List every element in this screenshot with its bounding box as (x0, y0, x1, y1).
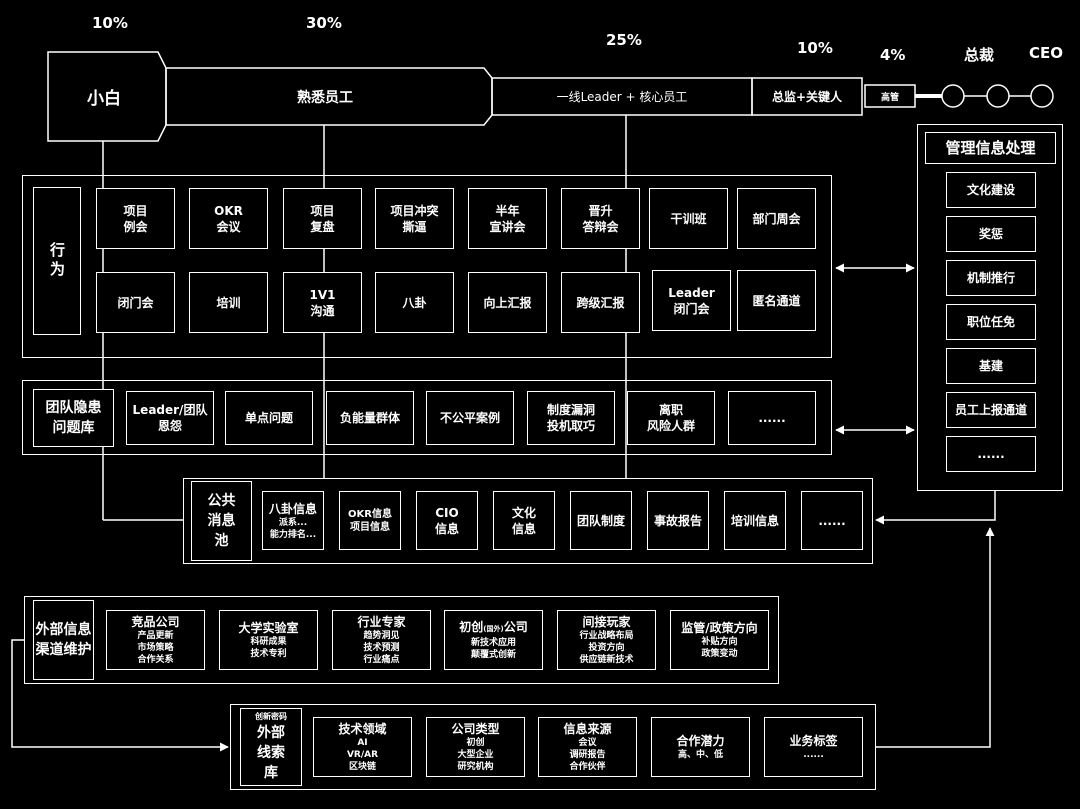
stage-shape-director (751, 77, 863, 116)
behavior-item-anonymous[interactable]: 匿名通道 (737, 270, 816, 331)
clue-item-info-source[interactable]: 信息来源会议调研报告合作伙伴 (538, 717, 637, 777)
behavior-panel (22, 175, 832, 358)
mgmt-item-appointment[interactable]: 职位任免 (946, 304, 1036, 340)
clue-library-label: 创新密码外部线索库 (240, 708, 302, 786)
clue-library-panel (230, 704, 876, 790)
percent-director: 10% (797, 39, 833, 57)
ext-item-competitor[interactable]: 竞品公司产品更新市场策略合作关系 (106, 610, 205, 670)
mgmt-item-report-channel[interactable]: 员工上报通道 (946, 392, 1036, 428)
external-panel (24, 596, 779, 684)
behavior-item-project-meeting[interactable]: 项目例会 (96, 188, 175, 249)
ext-item-university-lab[interactable]: 大学实验室科研成果技术专利 (219, 610, 318, 670)
ext-item-indirect-player[interactable]: 间接玩家行业战略布局投资方向供应链新技术 (557, 610, 656, 670)
behavior-item-project-conflict[interactable]: 项目冲突撕逼 (375, 188, 454, 249)
pool-item-training[interactable]: 培训信息 (724, 491, 786, 550)
behavior-item-gossip[interactable]: 八卦 (375, 272, 454, 333)
ext-item-industry-expert[interactable]: 行业专家趋势洞见技术预测行业痛点 (332, 610, 431, 670)
mgmt-item-more[interactable]: ...... (946, 436, 1036, 472)
behavior-item-training-class[interactable]: 干训班 (649, 188, 728, 249)
stage-familiar: 熟悉员工 (297, 89, 353, 106)
pool-item-incident[interactable]: 事故报告 (647, 491, 709, 550)
percent-xiaobai: 10% (92, 14, 128, 32)
stage-leader: 一线Leader + 核心员工 (556, 90, 688, 104)
stage-executive: 高管 (880, 92, 899, 103)
behavior-item-promotion-defense[interactable]: 晋升答辩会 (561, 188, 640, 249)
behavior-label: 行为 (33, 187, 81, 335)
pool-item-okr[interactable]: OKR信息项目信息 (339, 491, 401, 550)
clue-item-company-type[interactable]: 公司类型初创大型企业研究机构 (426, 717, 525, 777)
external-label: 外部信息渠道维护 (33, 600, 94, 680)
label-president: 总裁 (964, 46, 995, 64)
percent-leader: 25% (606, 31, 642, 49)
ext-item-startup[interactable]: 初创(国外)公司新技术应用颠覆式创新 (444, 610, 543, 670)
behavior-item-closed-meeting[interactable]: 闭门会 (96, 272, 175, 333)
risk-item-resignation[interactable]: 离职风险人群 (627, 391, 715, 445)
behavior-item-skip-level[interactable]: 跨级汇报 (561, 272, 640, 333)
pool-item-more[interactable]: ...... (801, 491, 863, 550)
public-pool-panel (183, 478, 873, 564)
clue-item-cooperation[interactable]: 合作潜力高、中、低 (651, 717, 750, 777)
risk-library-panel (22, 380, 832, 455)
mgmt-item-mechanism[interactable]: 机制推行 (946, 260, 1036, 296)
node-circle-1 (941, 84, 965, 108)
percent-executive: 4% (880, 46, 906, 64)
behavior-item-training[interactable]: 培训 (189, 272, 268, 333)
mgmt-item-culture[interactable]: 文化建设 (946, 172, 1036, 208)
pool-item-team-policy[interactable]: 团队制度 (570, 491, 632, 550)
mgmt-item-infra[interactable]: 基建 (946, 348, 1036, 384)
clue-item-business-tag[interactable]: 业务标签...... (764, 717, 863, 777)
public-pool-label: 公共消息池 (191, 481, 252, 561)
stage-director: 总监+关键人 (771, 90, 843, 104)
risk-item-negative-group[interactable]: 负能量群体 (326, 391, 414, 445)
risk-item-more[interactable]: ...... (728, 391, 816, 445)
label-ceo: CEO (1029, 44, 1064, 62)
node-circle-2 (986, 84, 1010, 108)
management-title: 管理信息处理 (925, 132, 1056, 164)
pool-item-culture[interactable]: 文化信息 (493, 491, 555, 550)
behavior-item-halfyear-briefing[interactable]: 半年宣讲会 (468, 188, 547, 249)
stage-xiaobai: 小白 (87, 89, 121, 109)
risk-item-leader-grudge[interactable]: Leader/团队恩怨 (126, 391, 214, 445)
behavior-item-report-up[interactable]: 向上汇报 (468, 272, 547, 333)
behavior-item-dept-weekly[interactable]: 部门周会 (737, 188, 816, 249)
risk-item-unfair-case[interactable]: 不公平案例 (426, 391, 514, 445)
risk-item-single-point[interactable]: 单点问题 (225, 391, 313, 445)
management-panel (917, 124, 1063, 491)
mgmt-item-reward[interactable]: 奖惩 (946, 216, 1036, 252)
behavior-item-project-review[interactable]: 项目复盘 (283, 188, 362, 249)
ext-item-policy[interactable]: 监管/政策方向补贴方向政策变动 (670, 610, 769, 670)
risk-item-loophole[interactable]: 制度漏洞投机取巧 (527, 391, 615, 445)
pool-item-gossip[interactable]: 八卦信息派系...能力排名... (262, 491, 324, 550)
node-circle-3 (1030, 84, 1054, 108)
risk-library-label: 团队隐患问题库 (33, 389, 114, 447)
percent-familiar: 30% (306, 14, 342, 32)
